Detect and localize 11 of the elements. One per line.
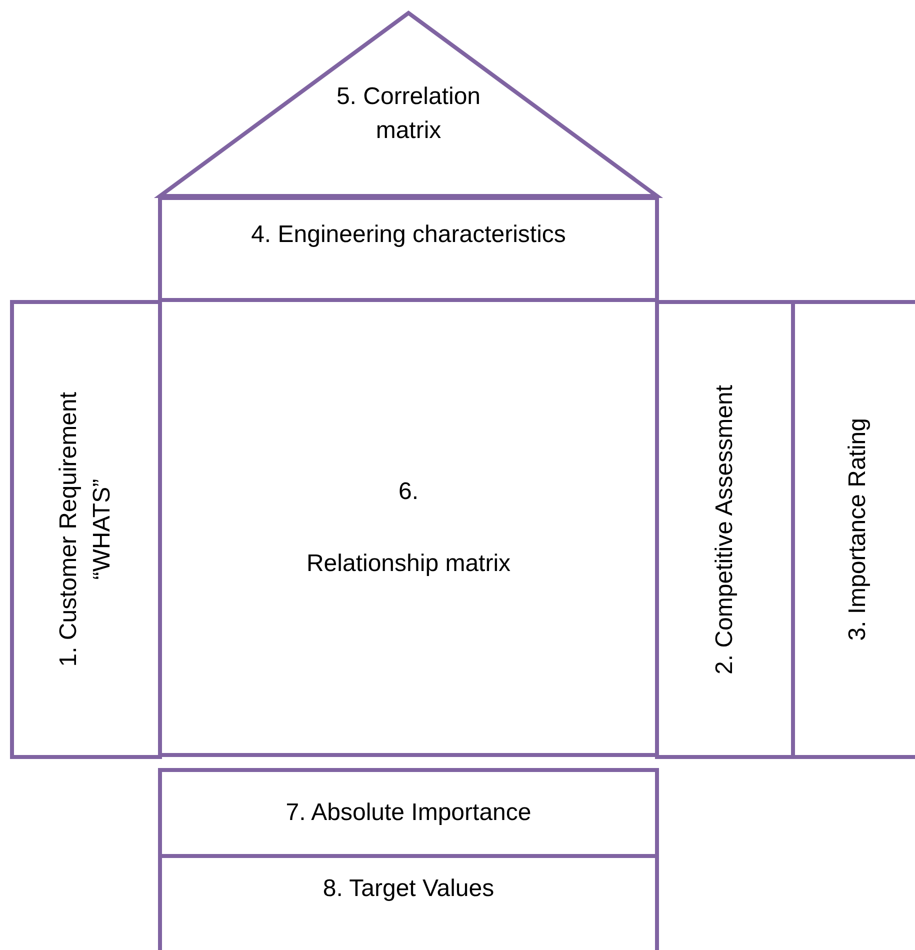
section-label: 1. Customer Requirement (54, 392, 84, 667)
section-label: 5. Correlation matrix (335, 82, 482, 146)
section-label: “WHATS” (88, 478, 117, 582)
section-label: 8. Target Values (322, 874, 494, 904)
customer-requirement-box (10, 300, 162, 759)
section-label: Relationship matrix (306, 548, 511, 578)
section-label: 3. Importance Rating (843, 418, 872, 641)
section-label: 6. (398, 476, 418, 507)
section-label: 4. Engineering characteristics (251, 220, 566, 250)
section-label: 2. Competitive Assessment (710, 384, 740, 674)
section-label: 7. Absolute Importance (286, 798, 532, 828)
